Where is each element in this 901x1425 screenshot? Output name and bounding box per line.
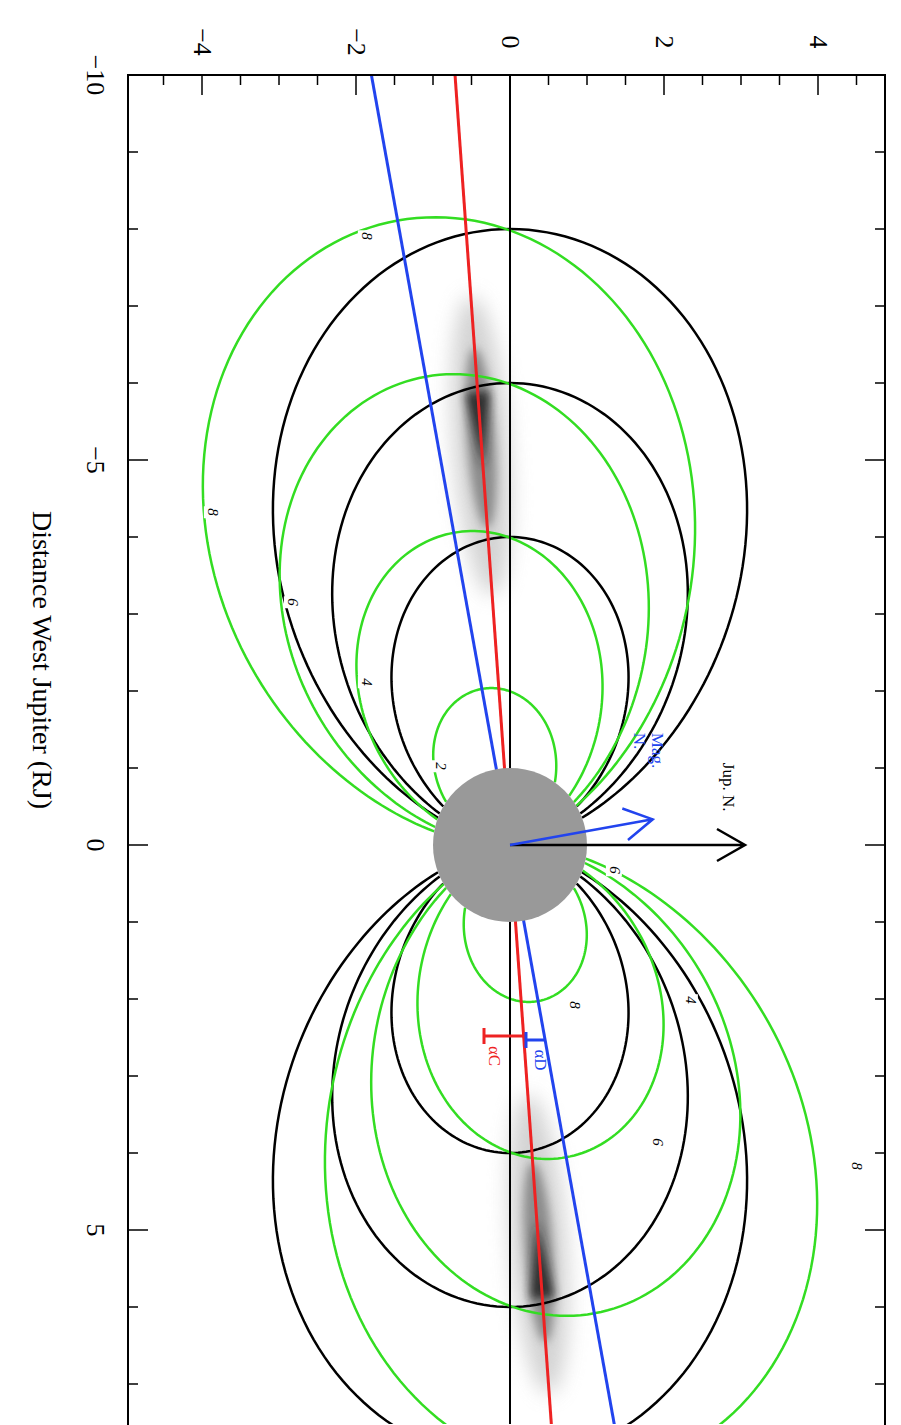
magnetic-axis-arrow <box>510 809 653 845</box>
tilted-field-line <box>280 374 649 827</box>
angle-marker <box>484 1028 524 1044</box>
plot-frame <box>128 75 885 1425</box>
tilted-field-line <box>371 863 740 1316</box>
angle-marker <box>526 1032 545 1048</box>
field-line-label: 2 <box>432 760 448 772</box>
centrifugal-equator <box>454 75 553 1424</box>
field-line-label: 6 <box>284 596 300 608</box>
magnetic-equator <box>368 75 618 1424</box>
field-line-label: 4 <box>682 994 698 1006</box>
tick-label: −4 <box>188 28 215 56</box>
axis-name: Mag. N. <box>630 733 666 787</box>
tick-label: −2 <box>342 28 369 56</box>
field-line-label: 8 <box>566 999 582 1011</box>
tick-label: 0 <box>496 36 523 49</box>
plot-area <box>203 75 817 1424</box>
tick-label: 4 <box>804 36 831 49</box>
field-line-label: 6 <box>606 864 622 876</box>
tick-label: 2 <box>650 36 677 49</box>
tick-label: −5 <box>81 446 108 474</box>
axis-ticks <box>128 75 885 1384</box>
angle-label: αC <box>485 1046 503 1066</box>
field-line-label: 8 <box>204 506 220 518</box>
field-line-label: 4 <box>358 676 374 688</box>
field-line-label: 8 <box>848 1160 864 1172</box>
tick-label: −10 <box>81 55 108 96</box>
axis-title: Distance West Jupiter (RJ) <box>27 511 56 809</box>
rotational-equator <box>509 75 511 1424</box>
tilted-field-line <box>325 859 817 1424</box>
angle-label: αD <box>531 1049 549 1070</box>
tilted-field-line <box>203 217 695 831</box>
field-line-label: 8 <box>358 230 374 242</box>
field-line-label: 6 <box>649 1136 665 1148</box>
tick-label: 5 <box>81 1224 108 1237</box>
rotation-axis-arrow <box>510 829 745 861</box>
tick-label: 0 <box>81 839 108 852</box>
axis-name: Jup. N. <box>719 763 737 817</box>
